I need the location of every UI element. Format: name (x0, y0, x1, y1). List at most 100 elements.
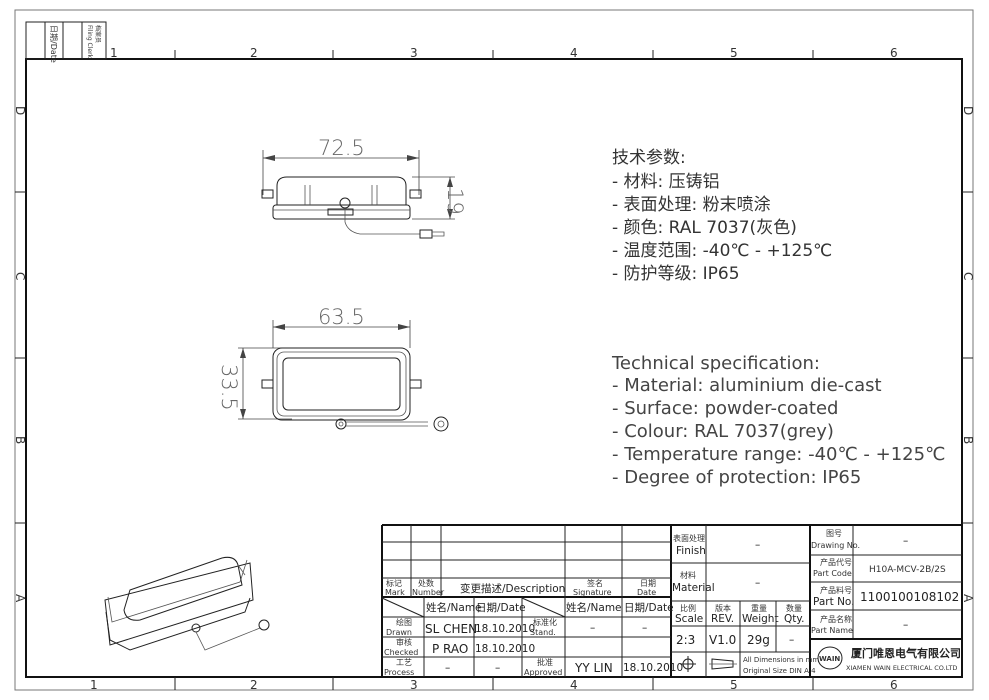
zone-col-3: 3 (410, 46, 418, 60)
signature-cn: 签名 (587, 578, 603, 588)
qty-label: Qty. (784, 613, 804, 625)
spec-cn-line: - 表面处理: 粉末喷涂 (612, 195, 771, 215)
date-label: Date (637, 588, 656, 597)
inner-frame (25, 58, 963, 678)
stand-label: Stand. (530, 628, 556, 637)
filing-clerk-cn: 档案员 (94, 25, 102, 43)
process-date: – (495, 662, 500, 674)
zone-col-1: 1 (110, 46, 118, 60)
drawn-date: 18.10.2010 (475, 623, 535, 635)
zone-row-b: B (13, 436, 27, 444)
filing-clerk-label: Filing Clerk (86, 25, 93, 59)
company-name-en: XIAMEN WAIN ELECTRICAL CO.LTD (846, 664, 957, 672)
dims-note-2: Original Size DIN A 4 (743, 667, 816, 675)
spec-en-line: - Colour: RAL 7037(grey) (612, 421, 834, 442)
dim-height-top: 19 (443, 188, 467, 215)
rev-cn: 版本 (715, 603, 731, 613)
zone-col-4-bottom: 4 (570, 678, 578, 692)
date-header-2: 日期/Date (624, 602, 674, 614)
spec-cn-line: - 温度范围: -40℃ - +125℃ (612, 241, 832, 261)
approved-cn: 批准 (537, 657, 553, 667)
part-code-label: Part Code (813, 569, 852, 578)
zone-markers: 1 2 3 4 5 6 1 2 3 4 5 6 D C B A D C B A (13, 46, 975, 692)
spec-cn-line: - 材料: 压铸铝 (612, 172, 720, 192)
company-name-cn: 厦门唯恩电气有限公司 (851, 646, 961, 660)
number-label: Number (412, 588, 445, 597)
qty-cn: 数量 (786, 603, 802, 613)
rev-label: REV. (711, 613, 734, 625)
dim-width-top: 72.5 (318, 136, 365, 160)
isometric-view-drawing (104, 556, 270, 651)
process-cn: 工艺 (396, 658, 412, 667)
spec-en-line: - Material: aluminium die-cast (612, 375, 882, 396)
scale-cn: 比例 (680, 603, 696, 613)
zone-col-2-bottom: 2 (250, 678, 258, 692)
part-name-value: – (903, 619, 908, 631)
spec-en-title: Technical specification: (611, 353, 820, 374)
part-name-cn: 产品名称 (820, 614, 852, 624)
material-cn: 材料 (680, 570, 696, 580)
part-code-cn: 产品代号 (820, 557, 852, 567)
rev-value: V1.0 (709, 633, 736, 647)
drawn-name: SL CHEN (425, 622, 477, 636)
mark-label: Mark (385, 588, 405, 597)
filing-box: 日期/Date 档案员 Filing Clerk (25, 21, 107, 63)
scale-value: 2:3 (676, 633, 695, 647)
name-header-2: 姓名/Name (566, 601, 622, 614)
top-view-drawing: 63.5 33.5 (217, 305, 449, 432)
number-cn: 处数 (418, 578, 434, 588)
checked-label: Checked (384, 648, 418, 657)
stand-name: – (590, 622, 595, 634)
zone-row-c: C (13, 272, 27, 280)
zone-row-a: A (13, 594, 27, 603)
zone-row-b-right: B (961, 436, 975, 444)
finish-value: – (755, 539, 760, 551)
stand-cn: 标准化 (533, 617, 557, 627)
zone-col-6-bottom: 6 (890, 678, 898, 692)
zone-col-5: 5 (730, 46, 738, 60)
zone-row-d: D (13, 106, 27, 115)
zone-row-a-right: A (961, 594, 975, 603)
part-no-cn: 产品料号 (820, 585, 852, 595)
zone-col-2: 2 (250, 46, 258, 60)
date-cn: 日期 (640, 579, 656, 588)
wain-logo: WAIN (817, 646, 843, 670)
title-block: 标记 Mark 处数 Number 变更描述/Description 签名 Si… (381, 524, 962, 677)
spec-cn-line: - 防护等级: IP65 (612, 264, 740, 284)
material-label: Material (672, 582, 715, 594)
finish-label: Finish (676, 545, 706, 557)
drawing-no-label: Drawing No. (811, 541, 860, 550)
zone-col-5-bottom: 5 (730, 678, 738, 692)
svg-text:WAIN: WAIN (819, 655, 840, 663)
zone-col-3-bottom: 3 (410, 678, 418, 692)
filing-date-label: 日期/Date (49, 25, 58, 63)
spec-en-line: - Surface: powder-coated (612, 398, 838, 419)
spec-en-line: - Degree of protection: IP65 (612, 467, 861, 488)
part-no-label: Part No. (813, 596, 855, 608)
zone-col-1-bottom: 1 (90, 678, 98, 692)
description-label: 变更描述/Description (460, 582, 565, 595)
part-no-value: 1100100108102 (860, 590, 959, 604)
side-view-drawing: 72.5 19 (261, 136, 467, 239)
drawing-no-cn: 图号 (826, 529, 842, 538)
outer-frame (14, 9, 974, 691)
part-code-value: H10A-MCV-2B/2S (869, 565, 946, 575)
checked-cn: 审核 (396, 637, 412, 647)
mark-cn: 标记 (386, 578, 402, 588)
dim-height-bottom: 33.5 (217, 364, 241, 411)
dims-note-1: All Dimensions in mm (743, 656, 819, 664)
name-header: 姓名/Name (426, 601, 482, 614)
process-name: – (445, 662, 450, 674)
approved-date: 18.10.2010 (623, 662, 683, 674)
spec-cn-title: 技术参数: (612, 148, 686, 168)
dim-width-bottom: 63.5 (318, 305, 365, 329)
process-label: Process (384, 668, 414, 677)
drawn-cn: 绘图 (396, 617, 412, 627)
checked-date: 18.10.2010 (475, 643, 535, 655)
weight-cn: 重量 (751, 603, 767, 613)
zone-col-4: 4 (570, 46, 578, 60)
first-angle-projection-icon (680, 656, 737, 672)
spec-english: Technical specification: - Material: alu… (611, 353, 945, 488)
finish-cn: 表面处理 (673, 533, 705, 543)
